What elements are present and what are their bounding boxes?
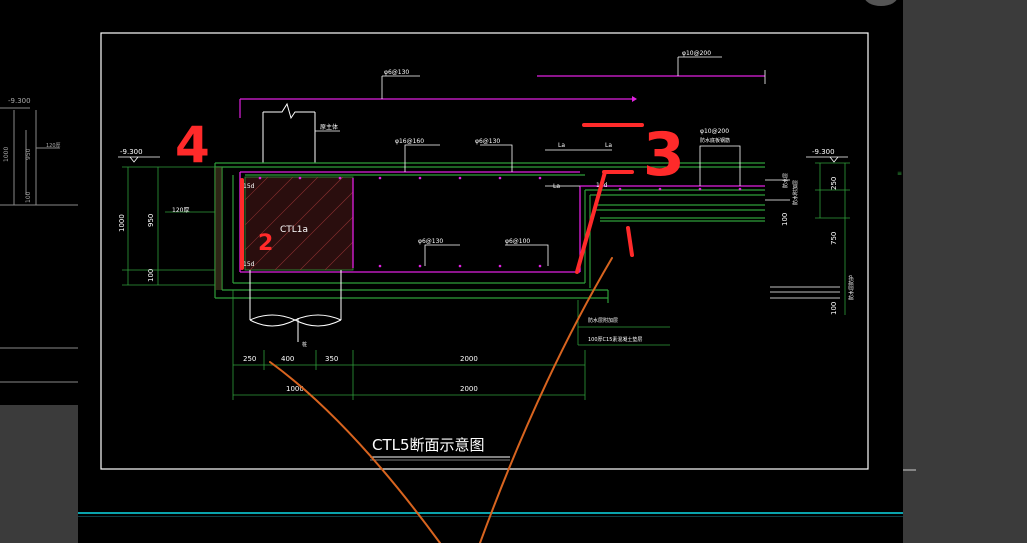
right-top-rebar-note: 防水底板钢筋: [700, 137, 730, 144]
annotation-lines-orange: [269, 257, 613, 543]
bottom-rebar-a: φ6@130: [418, 238, 443, 245]
left-dim-1000: 1000: [118, 214, 126, 232]
left-dim-100: 100: [25, 191, 32, 203]
left-dim-1000: 1000: [3, 147, 10, 162]
viewport-control-button[interactable]: [864, 0, 898, 6]
left-dim-lines: [122, 166, 215, 286]
wall-thickness-note: 120厚: [172, 207, 189, 214]
15d-label-2: 15d: [243, 261, 255, 268]
dim-250: 250: [243, 355, 256, 363]
right-note-leaders: [765, 179, 840, 299]
level-marker-left: [118, 156, 160, 163]
left-level-label: -9.300: [8, 97, 31, 105]
dim-400: 400: [281, 355, 294, 363]
left-note-120: 120厚: [46, 143, 61, 149]
right-edge-glyph: ≡: [897, 170, 902, 177]
column-stub: [262, 102, 316, 163]
right-dim-lines: [815, 162, 850, 315]
annotation-mark-2: 2: [258, 231, 273, 256]
dim-2000-b: 2000: [460, 385, 478, 393]
slab-leaders: [404, 144, 741, 266]
bottom-dim-lines: [232, 290, 586, 400]
slab-rebar-a: φ16@160: [395, 138, 424, 145]
dim-2000-a: 2000: [460, 355, 478, 363]
drawing-frame: [100, 32, 869, 470]
right-note-1: 防水层: [782, 173, 789, 188]
beam-section-hatch: [244, 176, 354, 271]
rebar-label-top-right: φ10@200: [682, 50, 711, 57]
rebar-dots: [258, 176, 742, 268]
rebar-label-top: φ6@130: [384, 69, 409, 76]
hatch-lines: [244, 176, 354, 271]
annotation-mark-3: 3: [643, 120, 685, 190]
left-panel-background: [0, 405, 78, 543]
drawing-title: CTL5断面示意图: [372, 436, 485, 454]
right-panel-background: [903, 0, 1027, 543]
level-right: -9.300: [812, 148, 835, 156]
level-left: -9.300: [120, 148, 143, 156]
left-panel-detail: [0, 107, 78, 383]
15d-label-1: 15d: [243, 183, 255, 190]
right-dim-100b: 100: [830, 302, 838, 315]
right-dim-100: 100: [781, 213, 789, 226]
beam-label: CTL1a: [280, 225, 308, 235]
level-marker-right: [806, 156, 848, 163]
left-dim-950: 950: [25, 148, 32, 160]
pile-label: 桩: [302, 341, 307, 348]
left-dim-100: 100: [147, 269, 155, 282]
slab-rebar-b: φ6@130: [475, 138, 500, 145]
bottom-note-1: 防水层附加层: [588, 317, 618, 324]
annotation-marks-red: [240, 123, 644, 274]
right-dim-250: 250: [830, 177, 838, 190]
dim-350: 350: [325, 355, 338, 363]
dim-1000: 1000: [286, 385, 304, 393]
rebar-arrow-1: [632, 96, 637, 102]
top-rebar-lines: [239, 75, 765, 118]
right-note-2: 防水附加层: [792, 180, 799, 205]
left-dim-950: 950: [147, 214, 155, 227]
annotation-mark-4: 4: [175, 116, 210, 174]
la-label-3: La: [553, 183, 560, 190]
bottom-note-2: 100厚C15素混凝土垫层: [588, 336, 642, 343]
label-original: 原主体: [320, 123, 338, 131]
side-wall-hatch: [215, 167, 222, 290]
bottom-note-leaders: [577, 300, 670, 346]
right-top-rebar: φ10@200: [700, 128, 729, 135]
right-note-3: 防水层防护: [848, 275, 855, 300]
la-label-2: La: [605, 142, 612, 149]
la-label-1: La: [558, 142, 565, 149]
right-dim-750: 750: [830, 232, 838, 245]
bottom-rebar-b: φ6@100: [505, 238, 530, 245]
pile: [249, 270, 342, 342]
